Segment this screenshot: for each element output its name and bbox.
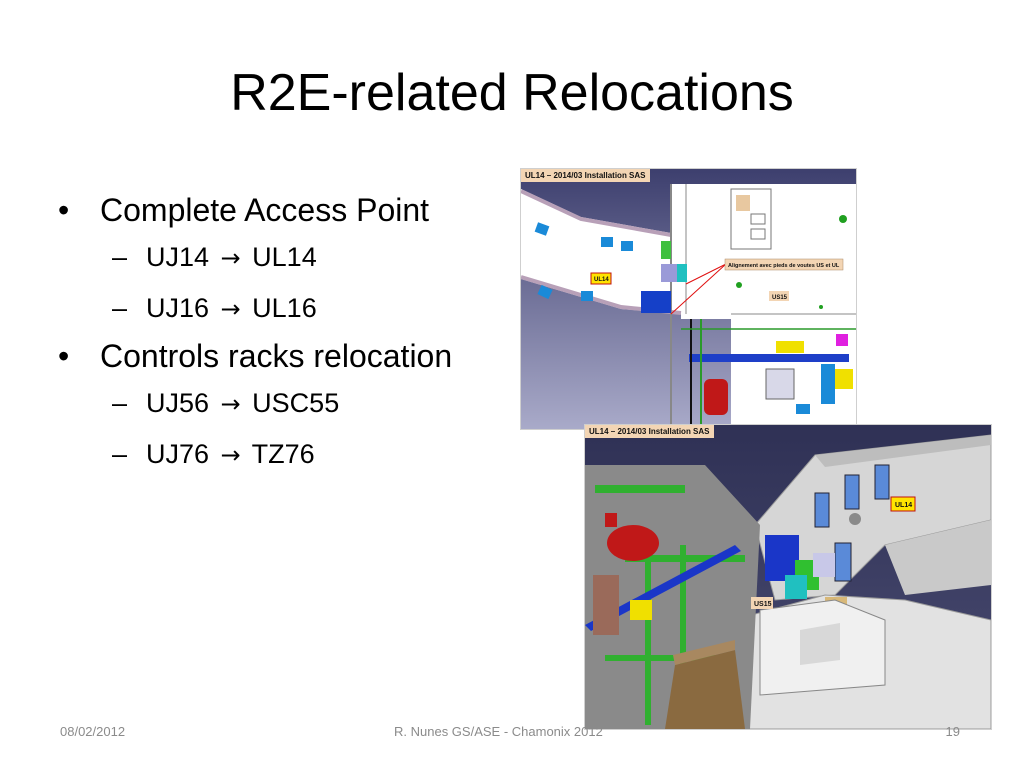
- render-3d-svg: UL14 US15: [585, 425, 991, 729]
- sub-to: TZ76: [251, 439, 315, 469]
- dash-glyph: –: [112, 388, 128, 418]
- sub-to: USC55: [252, 388, 340, 418]
- sub-from: UJ14: [146, 242, 210, 272]
- bullet-dot: •: [58, 338, 70, 374]
- sub-item: – UJ76 → TZ76: [100, 429, 518, 480]
- sub-item: – UJ16 → UL16: [100, 283, 518, 334]
- dash-glyph: –: [112, 242, 128, 272]
- render-label-us: US15: [754, 601, 772, 608]
- sub-from: UJ56: [146, 388, 210, 418]
- sub-item: – UJ56 → USC55: [100, 378, 518, 429]
- arrow-icon: →: [220, 244, 241, 272]
- arrow-icon: →: [220, 390, 241, 418]
- sub-from: UJ76: [146, 439, 210, 469]
- dash-glyph: –: [112, 439, 128, 469]
- sub-item: – UJ14 → UL14: [100, 232, 518, 283]
- render-label-ul: UL14: [895, 502, 912, 509]
- plan-note: Alignement avec pieds de voutes US et UL: [728, 263, 840, 269]
- arrow-icon: →: [220, 441, 241, 469]
- bullet-dot: •: [58, 192, 70, 228]
- render-caption: UL14 – 2014/03 Installation SAS: [585, 425, 714, 438]
- plan-drawing-image: Alignement avec pieds de voutes US et UL…: [520, 168, 857, 430]
- footer-author: R. Nunes GS/ASE - Chamonix 2012: [394, 724, 603, 739]
- plan-label-ul: UL14: [594, 277, 609, 283]
- bullet-item: • Complete Access Point – UJ14 → UL14 – …: [58, 188, 518, 334]
- bullet-text: Complete Access Point: [100, 192, 430, 228]
- bullet-text: Controls racks relocation: [100, 338, 453, 374]
- dash-glyph: –: [112, 293, 128, 323]
- plan-label-us: US15: [772, 295, 788, 301]
- slide-title: R2E-related Relocations: [230, 64, 794, 122]
- footer-page-number: 19: [945, 724, 960, 739]
- sub-from: UJ16: [146, 293, 210, 323]
- arrow-icon: →: [220, 295, 241, 323]
- bullet-item: • Controls racks relocation – UJ56 → USC…: [58, 334, 518, 480]
- render-3d-image: UL14 US15 UL14 – 2014/03 Installation SA…: [584, 424, 992, 730]
- plan-drawing-svg: Alignement avec pieds de voutes US et UL…: [521, 169, 856, 429]
- footer-date: 08/02/2012: [60, 724, 126, 739]
- sub-to: UL16: [252, 293, 317, 323]
- sub-list: – UJ14 → UL14 – UJ16 → UL16: [100, 232, 518, 334]
- plan-caption: UL14 – 2014/03 Installation SAS: [521, 169, 650, 182]
- bullet-list: • Complete Access Point – UJ14 → UL14 – …: [58, 188, 518, 480]
- sub-list: – UJ56 → USC55 – UJ76 → TZ76: [100, 378, 518, 480]
- sub-to: UL14: [252, 242, 317, 272]
